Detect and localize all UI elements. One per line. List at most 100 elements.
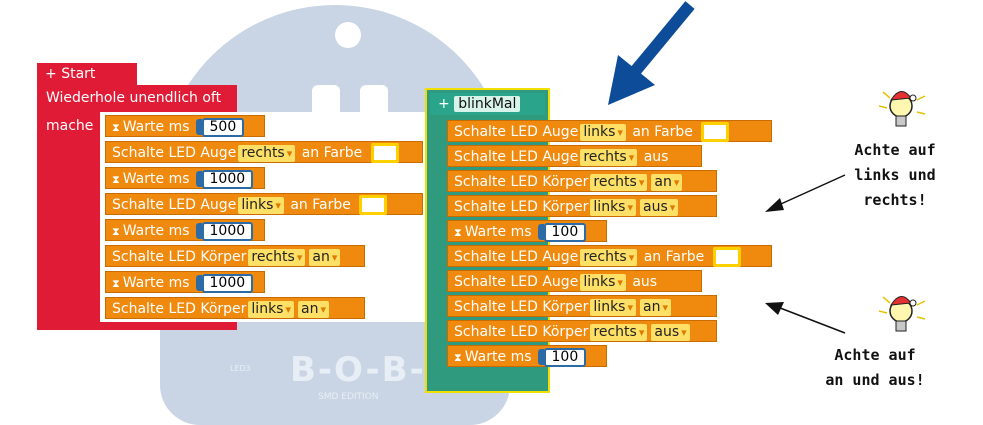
bulb-santa-hat-icon <box>878 296 926 332</box>
target-label: Auge <box>542 274 579 290</box>
switch-led-label: Schalte LED <box>454 299 543 315</box>
board-edition: SMD EDITION <box>318 392 379 402</box>
target-label: Auge <box>200 145 237 161</box>
switch-led-label: Schalte LED <box>112 145 201 161</box>
statement-block-body[interactable]: Schalte LED Körperrechtsan <box>105 245 365 267</box>
color-picker[interactable] <box>370 143 399 163</box>
target-label: Körper <box>200 249 247 265</box>
wait-ms-input[interactable]: 100 <box>543 348 587 367</box>
hourglass-icon: ⧗ <box>112 173 120 186</box>
side-dropdown[interactable]: rechts <box>248 249 306 266</box>
note-line: Achte auf <box>854 141 936 159</box>
wait-ms-input[interactable]: 500 <box>201 118 245 137</box>
wait-label: Warte ms <box>122 223 190 239</box>
side-dropdown[interactable]: links <box>580 274 626 291</box>
statement-block-body[interactable]: Schalte LED Körperrechtsaus <box>447 320 717 342</box>
note-line: an und aus! <box>825 371 925 389</box>
switch-led-label: Schalte LED <box>454 174 543 190</box>
state-dropdown[interactable]: an <box>640 299 671 316</box>
wait-label: Warte ms <box>464 224 532 240</box>
side-dropdown[interactable]: rechts <box>590 324 648 341</box>
note-arrow-bottom-icon <box>765 302 846 334</box>
state-dropdown[interactable]: aus <box>640 199 679 216</box>
off-label: aus <box>639 149 669 165</box>
statement-block-body[interactable]: Schalte LED Körperlinksan <box>447 295 717 317</box>
number-socket-cap <box>195 223 202 239</box>
note-an-aus: Achte auf an und aus! <box>805 343 945 393</box>
target-label: Körper <box>542 174 589 190</box>
side-dropdown[interactable]: links <box>238 197 284 214</box>
number-socket-cap <box>195 275 202 291</box>
note-line: rechts! <box>863 191 927 209</box>
on-label: an Farbe <box>627 124 698 140</box>
switch-led-label: Schalte LED <box>112 301 201 317</box>
plus-icon[interactable]: + <box>438 96 450 112</box>
color-picker[interactable] <box>712 247 741 267</box>
hourglass-icon: ⧗ <box>454 226 462 239</box>
state-dropdown[interactable]: an <box>309 249 341 266</box>
side-dropdown[interactable]: rechts <box>580 249 638 266</box>
state-dropdown[interactable]: an <box>651 174 683 191</box>
switch-led-label: Schalte LED <box>454 124 543 140</box>
number-socket-cap <box>195 171 202 187</box>
function-hat[interactable]: + blinkMal <box>430 93 545 115</box>
function-name[interactable]: blinkMal <box>454 96 521 112</box>
side-dropdown[interactable]: links <box>590 199 637 216</box>
statement-block-wait[interactable]: ⧗Warte ms 100 <box>447 220 607 242</box>
note-line: Achte auf <box>834 346 916 364</box>
statement-block-body[interactable]: Schalte LED Körperlinksan <box>105 297 365 319</box>
note-links-rechts: Achte auf links und rechts! <box>830 138 960 213</box>
hourglass-icon: ⧗ <box>112 277 120 290</box>
statement-block-body[interactable]: Schalte LED Körperrechtsan <box>447 170 717 192</box>
switch-led-label: Schalte LED <box>112 197 201 213</box>
state-dropdown[interactable]: an <box>298 301 329 318</box>
target-label: Körper <box>542 199 589 215</box>
wait-ms-input[interactable]: 1000 <box>201 170 254 189</box>
side-dropdown[interactable]: links <box>248 301 295 318</box>
color-picker[interactable] <box>359 195 388 215</box>
do-label: mache <box>46 118 94 134</box>
wait-label: Warte ms <box>122 171 190 187</box>
wait-ms-input[interactable]: 100 <box>543 223 587 242</box>
target-label: Auge <box>542 124 579 140</box>
plus-icon[interactable]: + <box>45 66 57 82</box>
statement-block-body[interactable]: Schalte LED Körperlinksaus <box>447 195 717 217</box>
side-dropdown[interactable]: rechts <box>238 145 296 162</box>
start-hat[interactable]: + Start <box>37 63 137 85</box>
wait-label: Warte ms <box>464 349 532 365</box>
statement-block-wait[interactable]: ⧗Warte ms 1000 <box>105 271 265 293</box>
state-dropdown[interactable]: aus <box>651 324 690 341</box>
statement-block-wait[interactable]: ⧗Warte ms 1000 <box>105 219 265 241</box>
number-socket-cap <box>537 349 544 365</box>
on-label: an Farbe <box>639 249 709 265</box>
on-label: an Farbe <box>285 197 356 213</box>
side-dropdown[interactable]: links <box>590 299 637 316</box>
wait-label: Warte ms <box>122 275 190 291</box>
hourglass-icon: ⧗ <box>112 225 120 238</box>
number-socket-cap <box>537 224 544 240</box>
switch-led-label: Schalte LED <box>454 324 543 340</box>
target-label: Auge <box>542 249 579 265</box>
loop-label: Wiederhole unendlich oft <box>46 90 222 106</box>
board-logo: B-O-B-3 <box>290 350 452 390</box>
statement-block-wait[interactable]: ⧗Warte ms 1000 <box>105 167 265 189</box>
side-dropdown[interactable]: links <box>580 124 626 141</box>
switch-led-label: Schalte LED <box>454 249 543 265</box>
target-label: Auge <box>200 197 237 213</box>
target-label: Körper <box>542 324 589 340</box>
pointer-arrow-icon <box>608 1 695 105</box>
wait-label: Warte ms <box>122 119 190 135</box>
side-dropdown[interactable]: rechts <box>590 174 648 191</box>
side-dropdown[interactable]: rechts <box>580 149 638 166</box>
color-picker[interactable] <box>701 122 730 142</box>
wait-ms-input[interactable]: 1000 <box>201 222 254 241</box>
wait-ms-input[interactable]: 1000 <box>201 274 254 293</box>
